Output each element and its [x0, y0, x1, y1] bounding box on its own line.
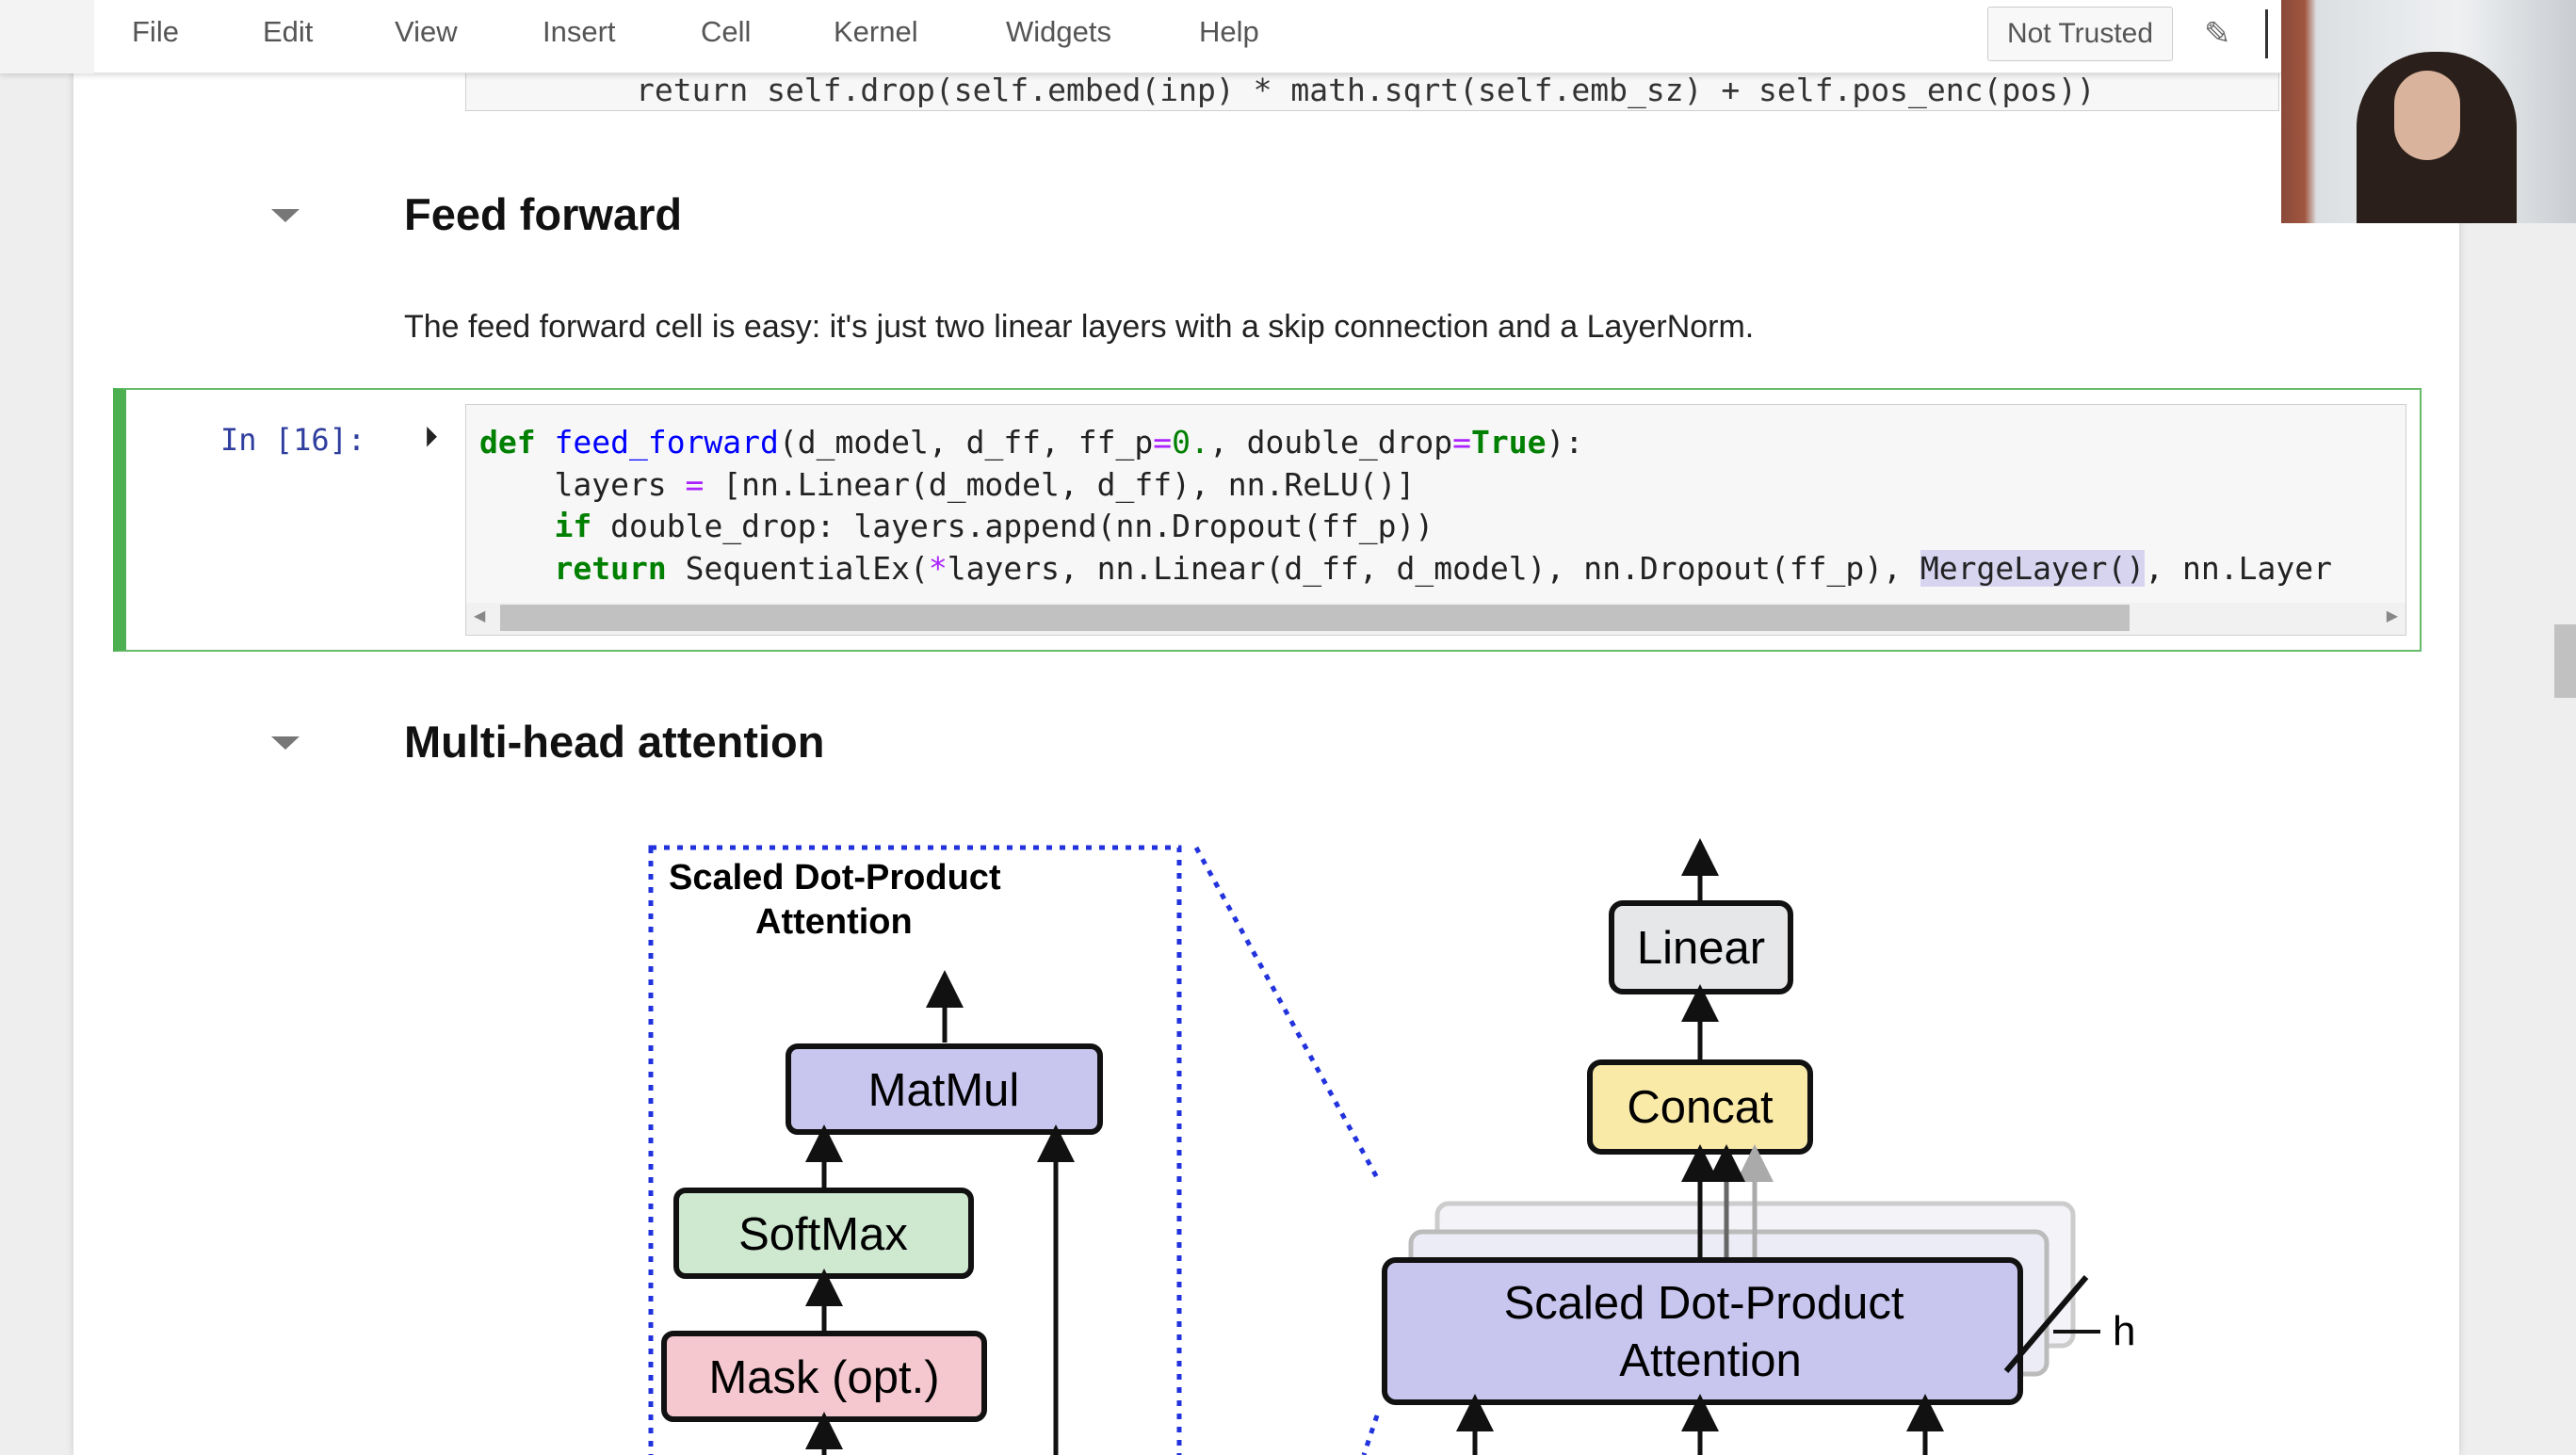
h-label: h [2113, 1308, 2135, 1354]
code-cell-selected[interactable] [113, 388, 2422, 652]
keyword: if [554, 508, 592, 544]
operator: * [928, 550, 948, 587]
h-bracket-line [2003, 1275, 2089, 1373]
menu-widgets[interactable]: Widgets [1006, 15, 1111, 48]
number: 0. [1172, 424, 1209, 461]
heading-multi-head-attention: Multi-head attention [404, 717, 825, 767]
function-name: feed_forward [554, 424, 779, 461]
presenter-face [2394, 71, 2460, 160]
code-line-1: def feed_forward(d_model, d_ff, ff_p=0.,… [479, 424, 1583, 461]
code-text: layers, nn.Linear(d_ff, d_model), nn.Dro… [947, 550, 1920, 587]
code-line-2: layers = [nn.Linear(d_model, d_ff), nn.R… [479, 466, 1415, 503]
code-line: return self.drop(self.embed(inp) * math.… [636, 72, 2096, 108]
kernel-indicator-divider [2265, 9, 2268, 58]
menu-edit[interactable]: Edit [263, 15, 314, 48]
run-cell-icon[interactable]: ⏵ [424, 422, 438, 453]
matmul-box [786, 1043, 1103, 1135]
sdpa-title: Scaled Dot-Product [669, 858, 1001, 897]
code-line-3: if double_drop: layers.append(nn.Dropout… [479, 508, 1434, 544]
code-input[interactable]: def feed_forward(d_model, d_ff, ff_p=0.,… [465, 404, 2406, 636]
not-trusted-button[interactable]: Not Trusted [1987, 7, 2173, 61]
menu-kernel[interactable]: Kernel [834, 15, 918, 48]
menu-cell[interactable]: Cell [701, 15, 752, 48]
zoom-dashed-line [1193, 846, 1383, 1185]
collapse-heading-icon[interactable] [271, 736, 300, 750]
softmax-label: SoftMax [738, 1209, 908, 1260]
code-line-4: return SequentialEx(*layers, nn.Linear(d… [479, 550, 2332, 587]
menu-insert[interactable]: Insert [543, 15, 616, 48]
operator: = [1153, 424, 1173, 461]
scrollbar-thumb[interactable] [500, 605, 2130, 631]
code-text: SequentialEx( [666, 550, 929, 587]
operator: = [685, 466, 705, 503]
menu-view[interactable]: View [395, 15, 458, 48]
code-text: (d_model, d_ff, ff_p [778, 424, 1154, 461]
linear-label: Linear [1637, 923, 1765, 974]
big-sdpa-label: Scaled Dot-Product [1504, 1278, 1904, 1329]
page-scrollbar-thumb[interactable] [2554, 624, 2576, 698]
matmul-label: MatMul [868, 1065, 1020, 1116]
menubar-left-gap [0, 0, 94, 73]
markdown-paragraph: The feed forward cell is easy: it's just… [404, 309, 1755, 345]
big-sdpa-label: Attention [1619, 1335, 1801, 1386]
sdpa-title: Attention [755, 902, 913, 942]
heading-feed-forward: Feed forward [404, 189, 683, 239]
webcam-overlay [2281, 0, 2576, 223]
keyword: def [479, 424, 536, 461]
code-text: double_drop: layers.append(nn.Dropout(ff… [591, 508, 1434, 544]
cell-prompt: In [16]: [220, 422, 366, 458]
sdpa-dashed-box [648, 845, 1182, 1455]
concat-label: Concat [1627, 1082, 1774, 1133]
horizontal-scrollbar[interactable]: ◀ ▶ [466, 603, 2406, 635]
code-text: layers [479, 466, 686, 503]
collapse-heading-icon[interactable] [271, 209, 300, 222]
menu-help[interactable]: Help [1199, 15, 1259, 48]
scroll-left-arrow-icon[interactable]: ◀ [474, 608, 486, 624]
code-text: , double_drop [1208, 424, 1453, 461]
code-text: [nn.Linear(d_model, d_ff), nn.ReLU()] [704, 466, 1416, 503]
keyword: return [554, 550, 667, 587]
pencil-icon[interactable]: ✎ [2204, 16, 2231, 52]
operator: = [1452, 424, 1472, 461]
previous-code-cell[interactable]: return self.drop(self.embed(inp) * math.… [465, 68, 2279, 111]
code-text: , nn.Layer [2145, 550, 2332, 587]
keyword: True [1471, 424, 1547, 461]
mask-label: Mask (opt.) [708, 1352, 939, 1403]
zoom-dashed-line [1361, 1415, 1380, 1455]
code-text: ): [1546, 424, 1584, 461]
scroll-right-arrow-icon[interactable]: ▶ [2386, 608, 2398, 624]
selected-text: MergeLayer() [1920, 550, 2146, 587]
menu-bar: File Edit View Insert Cell Kernel Widget… [0, 0, 2281, 73]
menu-file[interactable]: File [132, 15, 179, 48]
